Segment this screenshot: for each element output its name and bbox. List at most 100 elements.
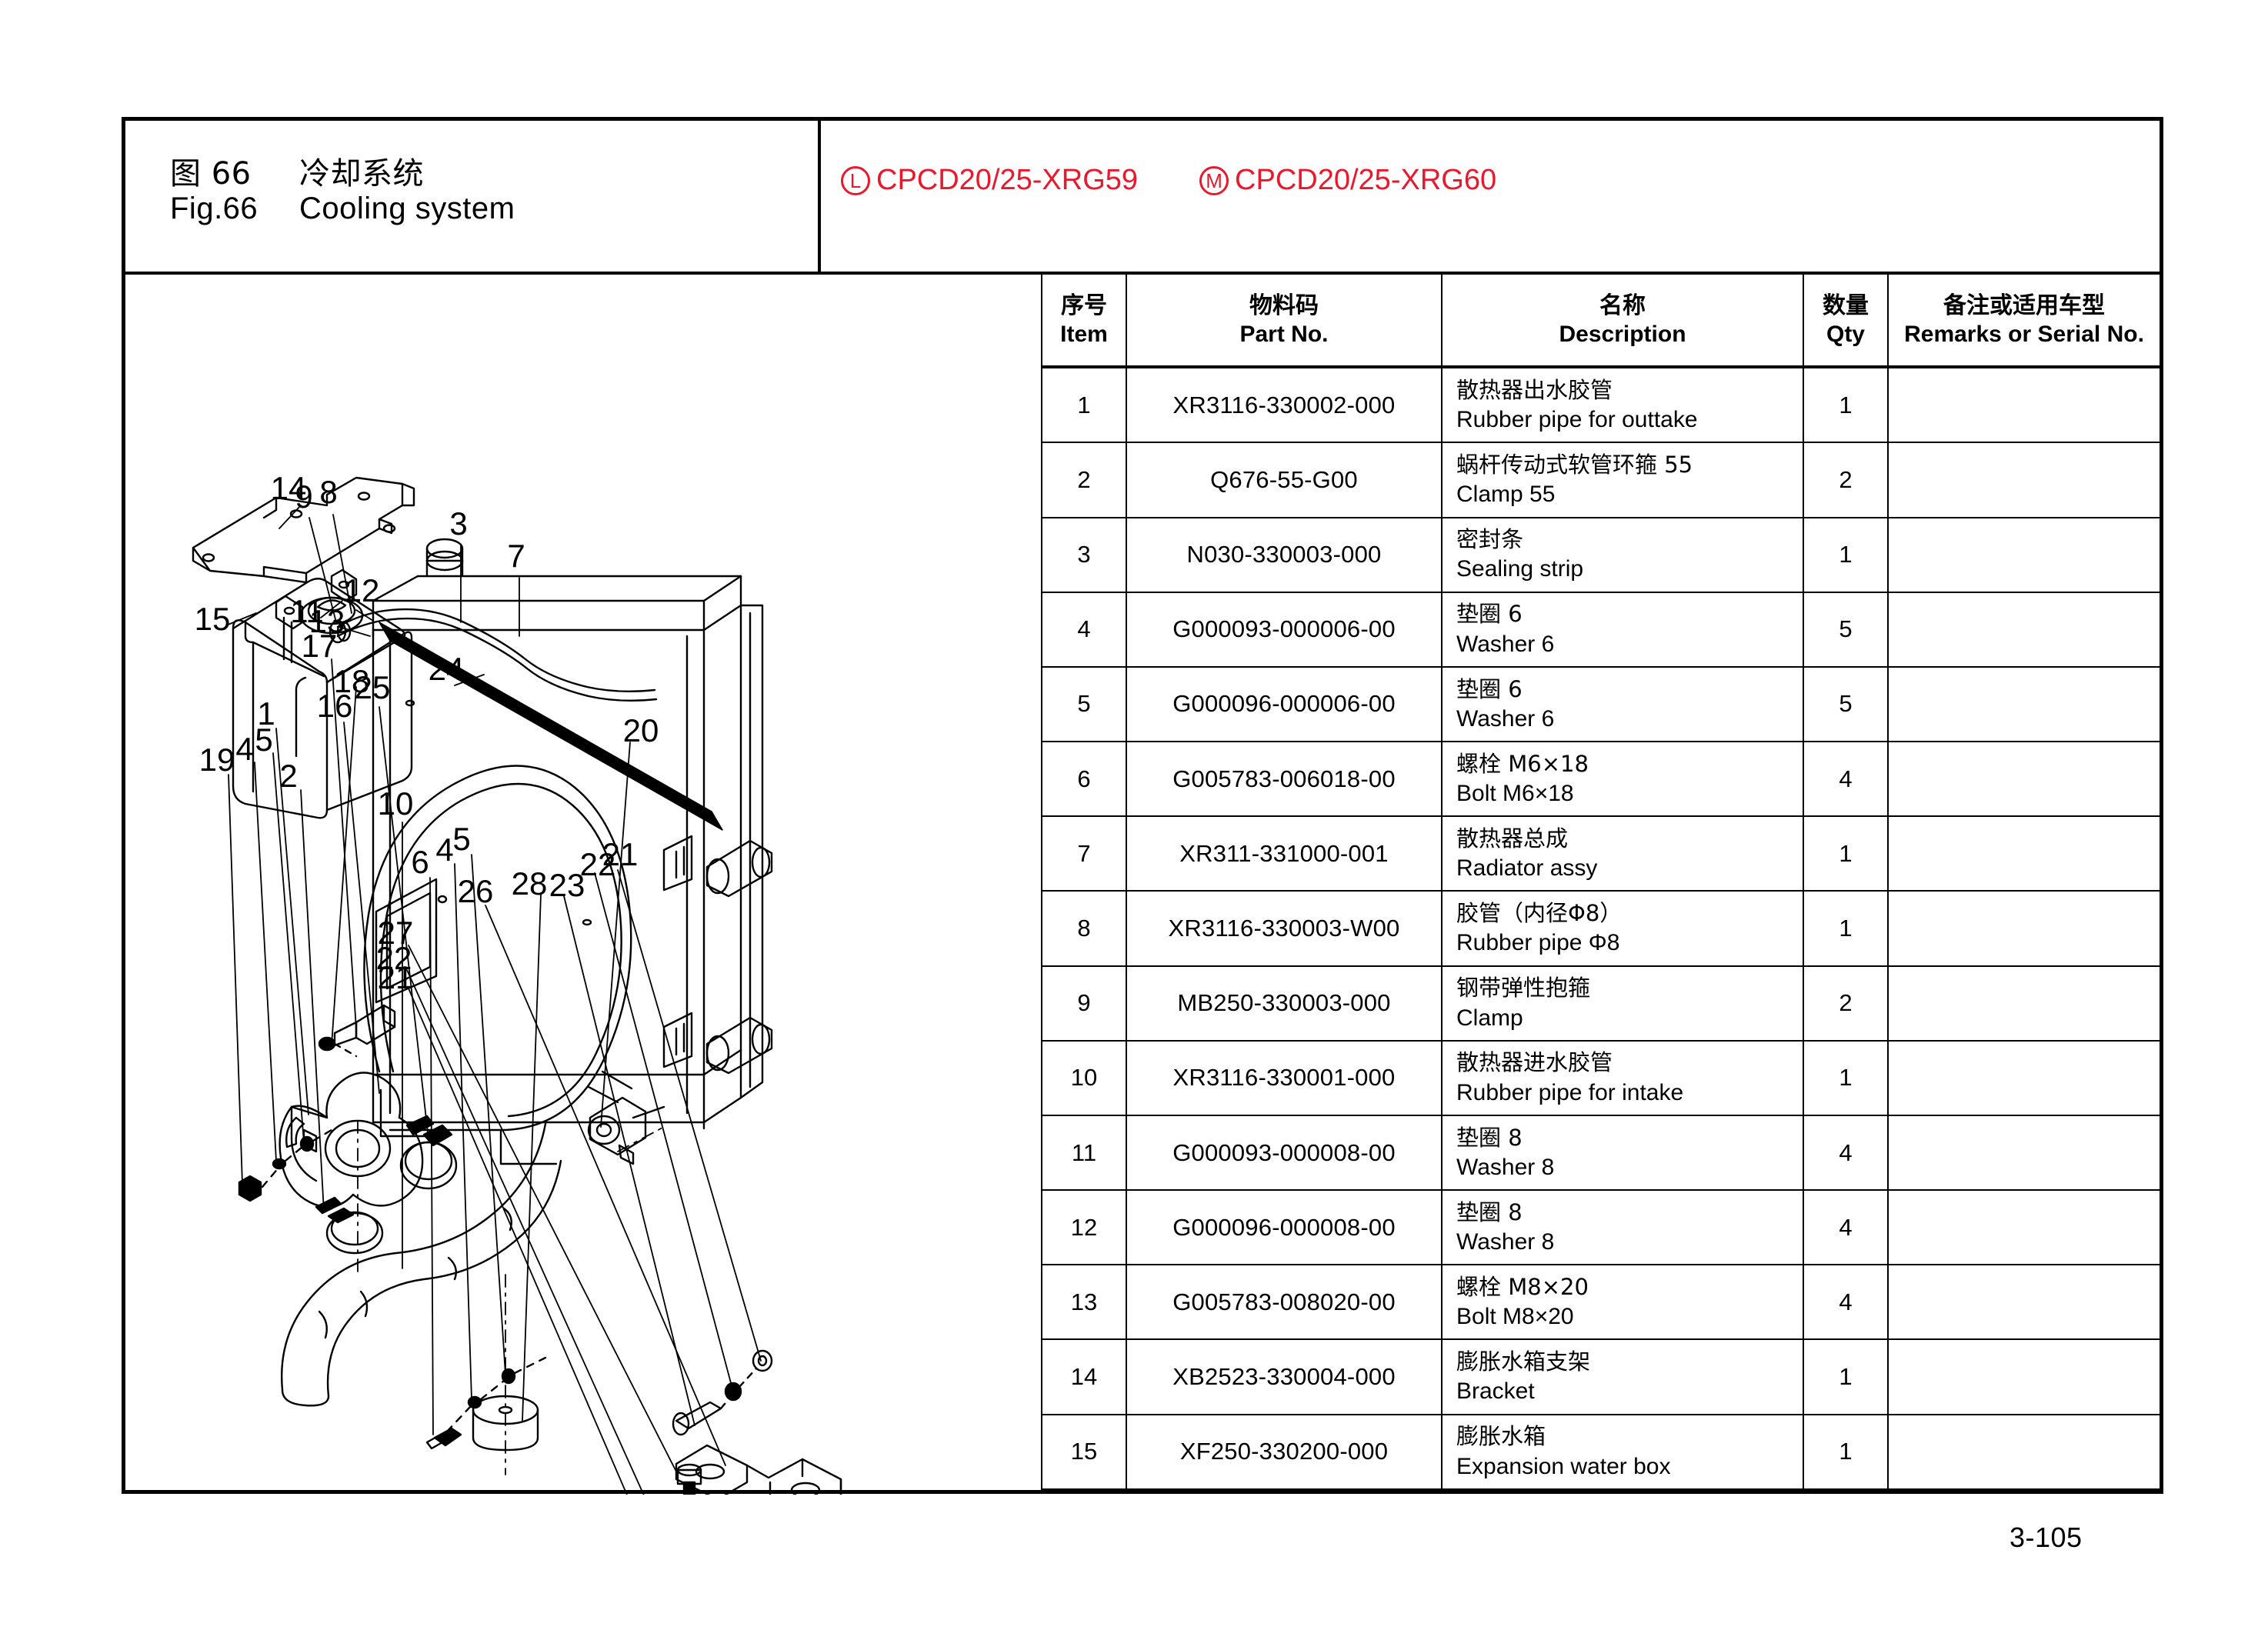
cell-description-en: Bolt M8×20 (1456, 1304, 1574, 1330)
cell-remarks (1887, 890, 2160, 967)
callout-number: 27 (378, 915, 414, 951)
cell-description-cn: 膨胀水箱 (1456, 1423, 1546, 1450)
figure-title-en-line: Fig.66 Cooling system (170, 192, 515, 235)
cell-qty: 1 (1803, 815, 1889, 892)
cell-remarks (1887, 442, 2160, 518)
callout-number: 20 (623, 712, 659, 748)
cell-part-no: XR3116-330001-000 (1126, 1039, 1443, 1116)
cell-qty: 1 (1803, 1413, 1889, 1491)
callout-number: 5 (452, 821, 470, 857)
part-nut-19 (238, 1175, 262, 1202)
part-washer-4-left (272, 1158, 287, 1170)
callout-number: 6 (411, 844, 429, 880)
figure-header: 图 66 冷却系统 Fig.66 Cooling system L CPCD20… (125, 121, 2160, 275)
cell-qty: 1 (1803, 367, 1889, 444)
cell-item: 5 (1041, 665, 1127, 743)
col-header-qty-cn: 数量 (1823, 292, 1869, 319)
part-washer-21-right (752, 1349, 773, 1372)
cell-description-en: Radiator assy (1456, 855, 1598, 882)
col-header-item-cn: 序号 (1061, 292, 1107, 319)
part-clamp-16 (285, 1116, 305, 1148)
callout-number: 10 (378, 785, 414, 822)
cell-part-no: MB250-330003-000 (1126, 965, 1443, 1042)
part-expansion-water-box-15 (232, 568, 413, 819)
cell-item: 13 (1041, 1264, 1127, 1341)
part-bolt-23 (672, 1401, 722, 1436)
cell-remarks (1887, 815, 2160, 892)
callout-number: 11 (290, 593, 324, 629)
part-radiator-assy-7 (372, 538, 773, 1130)
cell-description-cn: 散热器总成 (1456, 825, 1569, 852)
callout-number: 22 (376, 940, 412, 976)
callout-number: 9 (295, 478, 312, 515)
cell-description-en: Washer 6 (1456, 705, 1555, 732)
model-code-l-text: CPCD20/25-XRG59 (876, 164, 1139, 196)
cell-remarks (1887, 1189, 2160, 1266)
part-bracket-26 (675, 1444, 842, 1495)
cell-qty: 4 (1803, 741, 1889, 818)
cell-qty: 4 (1803, 1189, 1889, 1266)
cell-description-cn: 膨胀水箱支架 (1456, 1348, 1591, 1375)
callout-number: 16 (317, 688, 353, 724)
callout-number: 17 (302, 628, 338, 664)
cell-qty: 1 (1803, 1039, 1889, 1116)
cell-description-en: Rubber pipe for intake (1456, 1079, 1684, 1105)
part-clamp-9 (329, 619, 352, 644)
header-divider (818, 121, 821, 275)
page-number: 3-105 (2010, 1522, 2083, 1553)
model-badge-m-icon: M (1199, 165, 1229, 195)
figure-title-cn: 冷却系统 (299, 156, 424, 192)
cell-description-en: Sealing strip (1456, 556, 1584, 582)
parts-table-container: 序号 Item 物料码 Part No. 名称 Description 数量 Q… (1041, 275, 2160, 1491)
page-frame: 图 66 冷却系统 Fig.66 Cooling system L CPCD20… (122, 117, 2163, 1495)
cell-item: 2 (1041, 442, 1127, 518)
cell-description-cn: 垫圈 6 (1456, 601, 1523, 628)
cell-qty: 2 (1803, 965, 1889, 1042)
cell-part-no: XB2523-330004-000 (1126, 1338, 1443, 1415)
col-header-remarks-en: Remarks or Serial No. (1904, 322, 2144, 347)
figure-title-block: 图 66 冷却系统 Fig.66 Cooling system (170, 148, 515, 235)
cell-description-cn: 密封条 (1456, 526, 1524, 553)
cell-description: 胶管（内径Φ8）Rubber pipe Φ8 (1441, 890, 1804, 967)
cell-part-no: G005783-006018-00 (1126, 741, 1443, 818)
cell-description-cn: 螺栓 M8×20 (1456, 1273, 1589, 1300)
figure-title-en: Cooling system (299, 192, 515, 225)
cell-item: 3 (1041, 516, 1127, 593)
cell-qty: 1 (1803, 516, 1889, 593)
col-header-part-no: 物料码 Part No. (1126, 275, 1443, 368)
cell-qty: 4 (1803, 1264, 1889, 1341)
cell-remarks (1887, 1264, 2160, 1341)
model-code-m: M CPCD20/25-XRG60 (1199, 164, 1496, 197)
callout-number: 8 (319, 474, 337, 510)
cell-description: 散热器总成 Radiator assy (1441, 815, 1804, 892)
cell-remarks (1887, 591, 2160, 668)
cell-description-cn: 垫圈 8 (1456, 1198, 1523, 1225)
col-header-description-cn: 名称 (1599, 292, 1646, 319)
cell-remarks (1887, 367, 2160, 444)
callout-number: 22 (580, 846, 616, 882)
cell-description-en: Bolt M6×18 (1456, 781, 1574, 806)
callout-number: 4 (235, 731, 253, 767)
part-clamp-2 (315, 1196, 384, 1255)
part-rubber-pipe-intake-10 (281, 1122, 562, 1407)
callout-number: 19 (199, 742, 235, 778)
cell-description-en: Washer 8 (1456, 1229, 1555, 1255)
cell-item: 1 (1041, 367, 1127, 444)
cell-qty: 5 (1803, 665, 1889, 743)
cell-item: 15 (1041, 1413, 1127, 1491)
callout-number: 12 (344, 572, 380, 608)
col-header-item-en: Item (1060, 322, 1108, 347)
